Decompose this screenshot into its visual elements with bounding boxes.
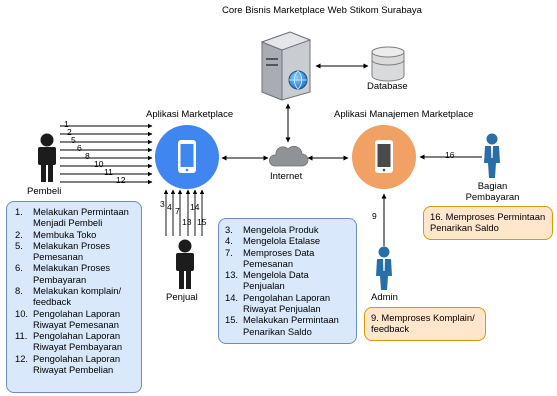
- list-item: 7.Memproses Data Pemesanan: [225, 246, 315, 269]
- manajemen-app-icon: [352, 125, 416, 189]
- penjual-arrows: [163, 189, 205, 236]
- list-item: 10.Pengolahan Laporan Riwayat Pemesanan: [15, 307, 121, 330]
- pembeli-arrow-label: 5: [71, 135, 76, 145]
- list-item: 2.Membuka Toko: [15, 228, 97, 240]
- server-icon: [260, 31, 312, 101]
- pembeli-label: Pembeli: [27, 186, 62, 197]
- penjual-arrow-label: 14: [190, 202, 200, 212]
- list-item: 6.Melakukan Proses Pembayaran: [15, 262, 111, 285]
- pembeli-actor-icon: [38, 133, 56, 182]
- penjual-arrow-label: 7: [175, 206, 180, 216]
- marketplace-app-label: Aplikasi Marketplace: [146, 109, 234, 120]
- penjual-arrow-label: 15: [197, 217, 207, 227]
- admin-label: Admin: [371, 292, 398, 303]
- database-icon: [371, 46, 405, 82]
- internet-label: Internet: [270, 171, 303, 182]
- bagian-process-box: 16. Memproses Permintaan Penarikan Saldo: [423, 206, 553, 240]
- pembeli-arrow-label: 8: [85, 151, 90, 161]
- list-item: 1.Melakukan Permintaan Menjadi Pembeli: [15, 206, 129, 229]
- list-item: 5.Melakukan Proses Pemesanan: [15, 239, 111, 263]
- pembeli-arrow-label: 10: [94, 159, 104, 169]
- admin-arrow-label: 9: [372, 211, 377, 221]
- list-item: 8.Melakukan komplain/ feedback: [15, 284, 122, 308]
- server-label: Core Bisnis Marketplace Web Stikom Surab…: [222, 5, 422, 16]
- admin-process-box: 9. Memproses Komplain/ feedback: [364, 307, 486, 341]
- list-item: 12.Pengolahan Laporan Riwayat Pembelian: [15, 352, 121, 375]
- list-item: 13.Mengelola Data Penjualan: [225, 269, 309, 292]
- penjual-process-box: 3.Mengelola Produk 4.Mengelola Etalase 7…: [218, 218, 357, 344]
- cloud-icon: [269, 145, 309, 167]
- list-item: 14.Pengolahan Laporan Riwayat Penjualan: [225, 291, 331, 314]
- database-label: Database: [367, 81, 408, 92]
- bagian-pembayaran-label: Bagian Pembayaran: [465, 181, 520, 203]
- penjual-arrow-label: 4: [167, 202, 172, 212]
- pembeli-arrow-label: 11: [104, 167, 113, 177]
- manajemen-app-label: Aplikasi Manajemen Marketplace: [334, 109, 474, 120]
- pembeli-arrows: [60, 123, 153, 185]
- marketplace-app-icon: [155, 125, 219, 189]
- list-item: 4.Mengelola Etalase: [225, 235, 321, 247]
- bagian-pembayaran-actor-icon: [484, 133, 500, 178]
- admin-actor-icon: [376, 246, 392, 290]
- penjual-actor-icon: [176, 239, 194, 289]
- penjual-arrow-label: 3: [160, 199, 165, 209]
- pembeli-arrow-label: 6: [77, 143, 82, 153]
- penjual-arrow-label: 13: [182, 217, 192, 227]
- pembeli-arrow-label: 1: [64, 119, 69, 129]
- penjual-label: Penjual: [166, 292, 198, 303]
- list-item: 15.Melakukan Permintaan Penarikan Saldo: [225, 314, 339, 337]
- list-item: 11.Pengolahan Laporan Riwayat Pembayaran: [15, 330, 123, 353]
- pembeli-process-box: 1.Melakukan Permintaan Menjadi Pembeli 2…: [6, 201, 142, 393]
- pembeli-arrow-label: 2: [67, 127, 72, 137]
- pembeli-arrow-label: 12: [116, 175, 126, 185]
- list-item: 3.Mengelola Produk: [225, 224, 319, 235]
- bagian-arrow-label: 16: [445, 150, 455, 160]
